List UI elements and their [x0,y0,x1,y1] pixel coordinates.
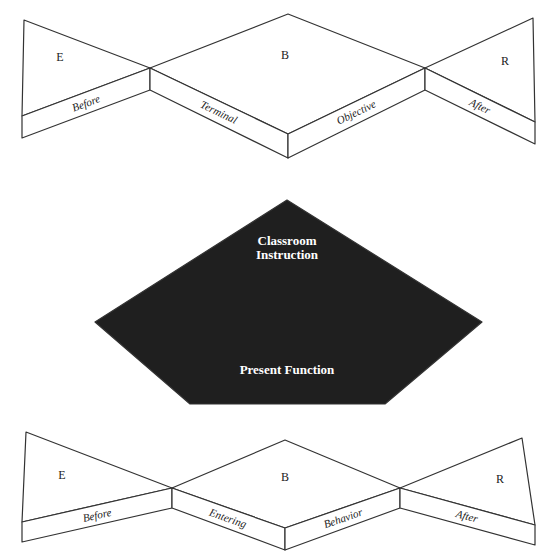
after-triangle: RAfter [423,16,537,146]
before-triangle: EBefore [20,18,152,140]
shape-outline [400,488,535,545]
shape-graphic [148,12,427,160]
arrow-label: Classroom Instruction [239,234,335,263]
shape-outline [172,488,285,550]
arrow-label: Present Function [239,363,335,377]
behavior-diamond: BEnteringBehavior [170,438,402,552]
stage-letter: E [56,51,63,64]
shape-outline [22,20,150,116]
shape-outline [425,18,535,122]
stage-letter: B [281,471,289,484]
shape-graphic [423,16,537,146]
shape-outline [285,488,400,550]
shape-outline [22,68,150,138]
shape-graphic [398,436,537,547]
shape-graphic [170,438,402,552]
shape-outline [150,68,288,158]
shape-outline [150,14,425,134]
stage-letter: B [281,49,289,62]
shape-graphic [20,18,152,140]
before-triangle: EBefore [20,430,174,544]
shape-outline [425,68,535,144]
after-triangle: RAfter [398,436,537,547]
shape-graphic [20,430,174,544]
shape-outline [95,200,482,404]
instruction-arrow: Classroom InstructionPresent Function [93,198,484,406]
shape-outline [22,488,172,542]
behavior-diamond: BTerminalObjective [148,12,427,160]
stage-letter: E [58,469,65,482]
stage-letter: R [501,55,509,68]
stage-letter: R [496,473,504,486]
shape-outline [288,68,425,158]
